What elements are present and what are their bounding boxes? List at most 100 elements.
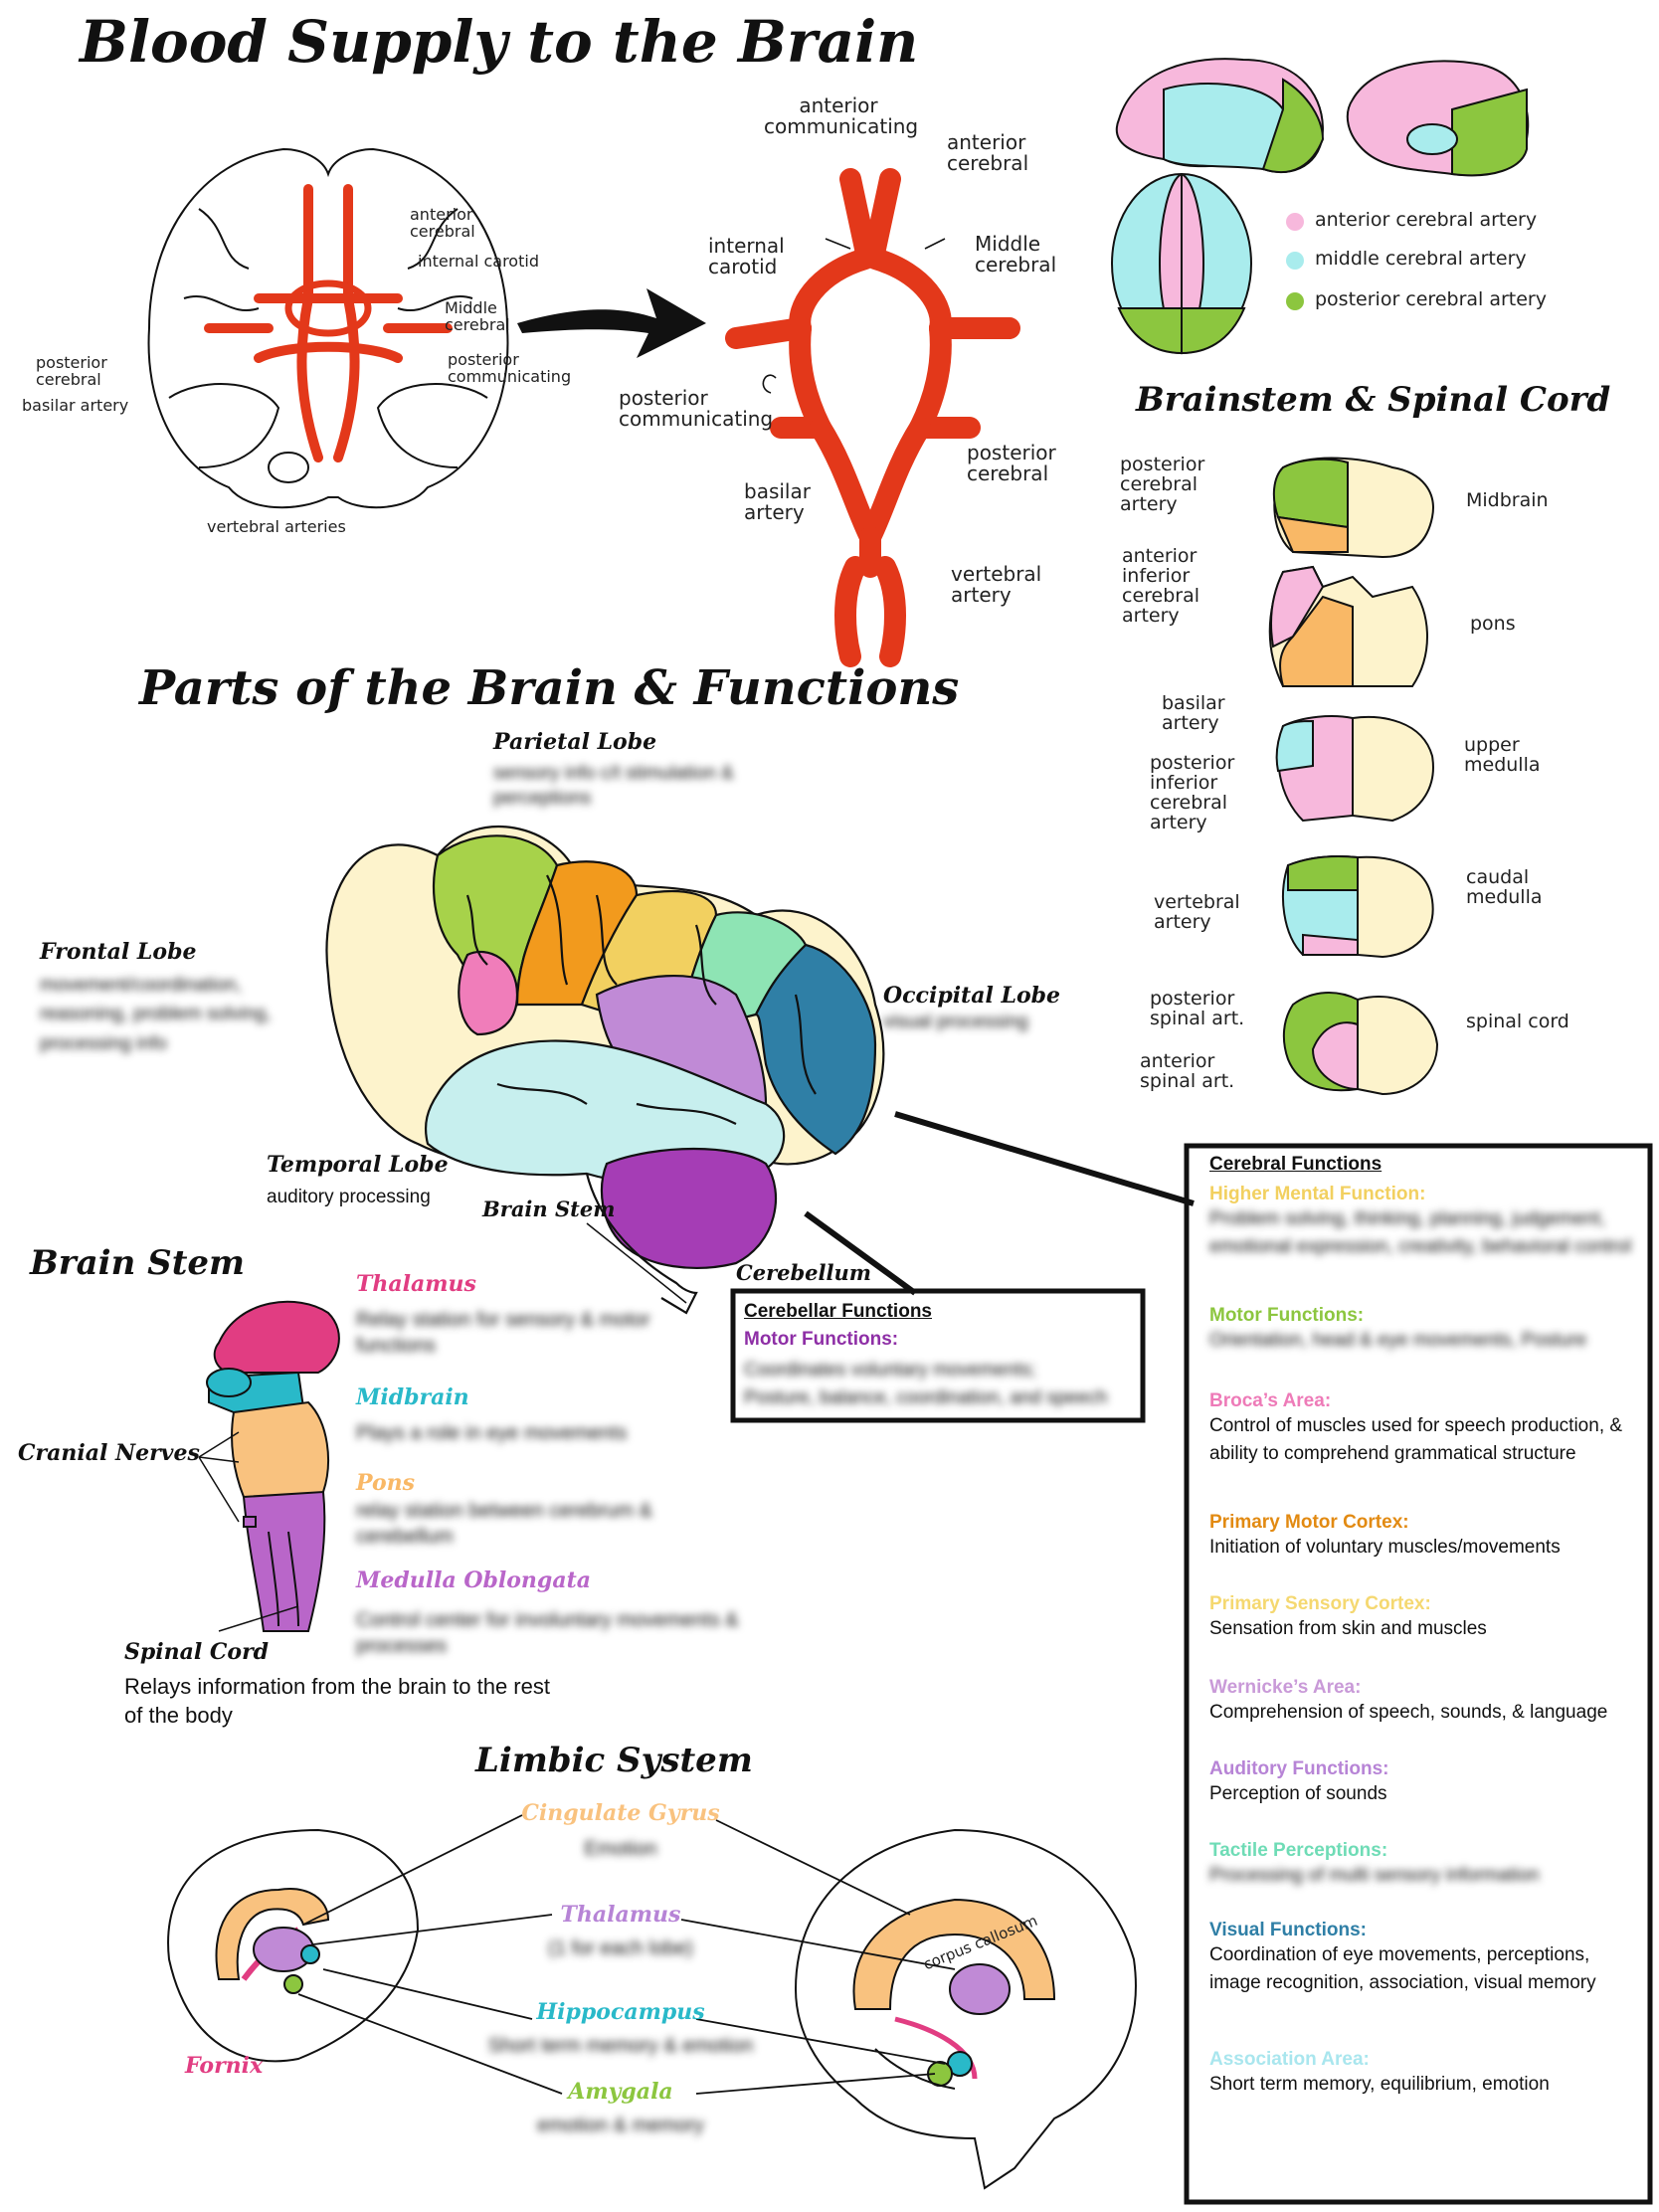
- cerebral-function-item: Motor Functions: Orientation, head & eye …: [1209, 1305, 1637, 1355]
- cerebral-function-heading: Motor Functions:: [1209, 1305, 1365, 1326]
- brainstem-figure-drawing: [206, 1300, 340, 1632]
- label-anterior-communicating: anterior communicating: [764, 93, 919, 138]
- label-caudal-medulla-section: caudal medulla: [1466, 866, 1543, 908]
- territory-medial-brain: [1346, 60, 1530, 177]
- limbic-system-title: Limbic System: [475, 1741, 753, 1780]
- cerebellar-functions-box: [730, 1288, 1146, 1423]
- cerebral-function-text: Problem solving, thinking, planning, jud…: [1209, 1208, 1632, 1257]
- label-internal-carotid-right: internal carotid: [708, 234, 785, 278]
- cerebral-functions-panel: Cerebral Functions Higher Mental Functio…: [1209, 1154, 1637, 2095]
- blood-supply-title: Blood Supply to the Brain: [80, 8, 919, 76]
- cerebral-function-item: Higher Mental Function:Problem solving, …: [1209, 1184, 1637, 1260]
- cerebellar-functions-title: Cerebellar Functions: [744, 1301, 932, 1322]
- parts-of-brain-title: Parts of the Brain & Functions: [139, 660, 960, 716]
- frontal-lobe-desc: movement/coordination, reasoning, proble…: [40, 975, 272, 1054]
- limbic-right-drawing: [794, 1828, 1137, 2190]
- cerebral-function-heading: Primary Motor Cortex:: [1209, 1512, 1409, 1533]
- label-middle-cerebral-left: Middle cerebral: [445, 298, 510, 334]
- cerebral-function-heading: Tactile Perceptions:: [1209, 1840, 1388, 1861]
- label-section-anterior-spinal-art: anterior spinal art.: [1140, 1050, 1235, 1092]
- arrow-icon: [517, 288, 706, 358]
- label-section-anterior-inferior-cerebral-artery: anterior inferior cerebral artery: [1122, 545, 1200, 627]
- cerebral-function-heading: Association Area:: [1209, 2049, 1370, 2070]
- limbic-left-drawing: [167, 1828, 420, 2063]
- cerebral-function-text: Perception of sounds: [1209, 1783, 1387, 1804]
- cerebellar-motor-heading: Motor Functions:: [744, 1329, 899, 1350]
- cerebral-function-item: Primary Motor Cortex: Initiation of volun…: [1209, 1512, 1637, 1562]
- label-basilar-artery-left: basilar artery: [22, 396, 129, 415]
- cerebral-pointer-line: [894, 1111, 1195, 1206]
- label-anterior-cerebral-left: anterior cerebral: [410, 205, 475, 241]
- brainstem-pointer-line: [586, 1222, 687, 1304]
- medulla-label: Medulla Oblongata: [356, 1567, 591, 1593]
- brainstem-spinal-cord-title: Brainstem & Spinal Cord: [1136, 380, 1611, 420]
- label-upper-medulla-section: upper medulla: [1464, 734, 1541, 776]
- label-anterior-cerebral-right: anterior cerebral: [947, 130, 1029, 175]
- thalamus-desc: Relay station for sensory & motor functi…: [356, 1309, 650, 1357]
- cerebral-functions-title: Cerebral Functions: [1209, 1154, 1382, 1175]
- label-posterior-cerebral-right: posterior cerebral: [967, 441, 1056, 485]
- amygdala-desc: emotion & memory: [537, 2115, 704, 2136]
- cerebral-function-text: Orientation, head & eye movements, Postu…: [1209, 1330, 1587, 1351]
- pons-desc: relay station between cerebrum & cerebel…: [356, 1500, 652, 1548]
- label-internal-carotid-left: internal carotid: [418, 252, 539, 271]
- label-section-basilar-artery: basilar artery: [1162, 692, 1225, 734]
- circle-of-willis-drawing: [725, 168, 1020, 667]
- territory-legend-dots: [1286, 213, 1304, 310]
- cerebral-function-heading: Primary Sensory Cortex:: [1209, 1593, 1431, 1614]
- cerebral-function-item: Visual Functions: Coordination of eye mov…: [1209, 1920, 1637, 1996]
- cerebral-function-item: Tactile Perceptions:Processing of multi …: [1209, 1840, 1637, 1890]
- label-spinal-cord-section: spinal cord: [1466, 1011, 1569, 1032]
- cerebral-function-text: Coordination of eye movements, perceptio…: [1209, 1944, 1596, 1993]
- label-midbrain-section: Midbrain: [1466, 489, 1549, 511]
- cerebral-function-text: Short term memory, equilibrium, emotion: [1209, 2074, 1550, 2095]
- legend-anterior-cerebral-artery: anterior cerebral artery: [1315, 209, 1538, 231]
- label-section-posterior-spinal-art: posterior spinal art.: [1150, 988, 1245, 1029]
- cerebral-function-text: Comprehension of speech, sounds, & langu…: [1209, 1702, 1608, 1723]
- thalamus-label: Thalamus: [356, 1271, 476, 1297]
- label-posterior-communicating-right: posterior communicating: [619, 386, 774, 431]
- amygdala-label: Amygala: [568, 2079, 673, 2105]
- limbic-thalamus-label: Thalamus: [560, 1902, 681, 1928]
- spinal-cord-label: Spinal Cord: [124, 1639, 270, 1665]
- label-section-posterior-inferior-cerebral-artery: posterior inferior cerebral artery: [1150, 752, 1235, 833]
- label-posterior-communicating-left: posterior communicating: [448, 350, 572, 386]
- lateral-brain-drawing: [325, 825, 885, 1315]
- label-posterior-cerebral-left: posterior cerebral: [36, 353, 107, 389]
- cerebral-function-heading: Visual Functions:: [1209, 1920, 1368, 1940]
- legend-posterior-cerebral-artery: posterior cerebral artery: [1315, 288, 1547, 310]
- frontal-lobe-label: Frontal Lobe: [40, 939, 197, 965]
- legend-middle-cerebral-artery: middle cerebral artery: [1315, 248, 1527, 270]
- territory-superior-brain: [1111, 172, 1252, 355]
- circle-of-willis-vessel-lines: [762, 238, 946, 394]
- cingulate-gyrus-label: Cingulate Gyrus: [521, 1800, 720, 1826]
- cranial-nerve-lines: [198, 1431, 299, 1632]
- midbrain-label: Midbrain: [356, 1384, 469, 1410]
- occipital-lobe-desc: visual processing: [883, 1012, 1028, 1032]
- brainstem-sections-drawing: [1268, 457, 1439, 1096]
- cerebellar-pointer-line: [804, 1210, 917, 1296]
- label-basilar-artery-right: basilar artery: [744, 479, 811, 524]
- cerebral-function-item: Auditory Functions:Perception of sounds: [1209, 1758, 1637, 1808]
- cerebral-function-heading: Wernicke’s Area:: [1209, 1677, 1362, 1698]
- cerebellum-label: Cerebellum: [736, 1260, 871, 1285]
- hippocampus-label: Hippocampus: [536, 1999, 705, 2025]
- cingulate-gyrus-desc: Emotion: [584, 1838, 657, 1860]
- pons-label: Pons: [356, 1470, 416, 1496]
- midbrain-desc: Plays a role in eye movements: [356, 1422, 628, 1444]
- fornix-label: Fornix: [185, 2053, 264, 2079]
- cerebral-function-text: Initiation of voluntary muscles/movement…: [1209, 1537, 1561, 1558]
- label-section-vertebral-artery: vertebral artery: [1154, 891, 1240, 933]
- cerebral-function-item: Broca’s Area:Control of muscles used for…: [1209, 1390, 1637, 1467]
- brain-stem-lobe-label: Brain Stem: [482, 1197, 616, 1221]
- cerebral-functions-box: [1184, 1143, 1653, 2205]
- brain-stem-title: Brain Stem: [30, 1243, 246, 1283]
- arteries-left-drawing: [204, 184, 453, 462]
- temporal-lobe-desc: auditory processing: [267, 1187, 431, 1207]
- label-pons-section: pons: [1470, 613, 1516, 635]
- limbic-pointer-lines: [297, 1814, 956, 2095]
- parietal-lobe-label: Parietal Lobe: [493, 729, 657, 755]
- label-section-posterior-cerebral-artery: posterior cerebral artery: [1120, 454, 1205, 515]
- medulla-desc: Control center for involuntary movements…: [356, 1609, 739, 1657]
